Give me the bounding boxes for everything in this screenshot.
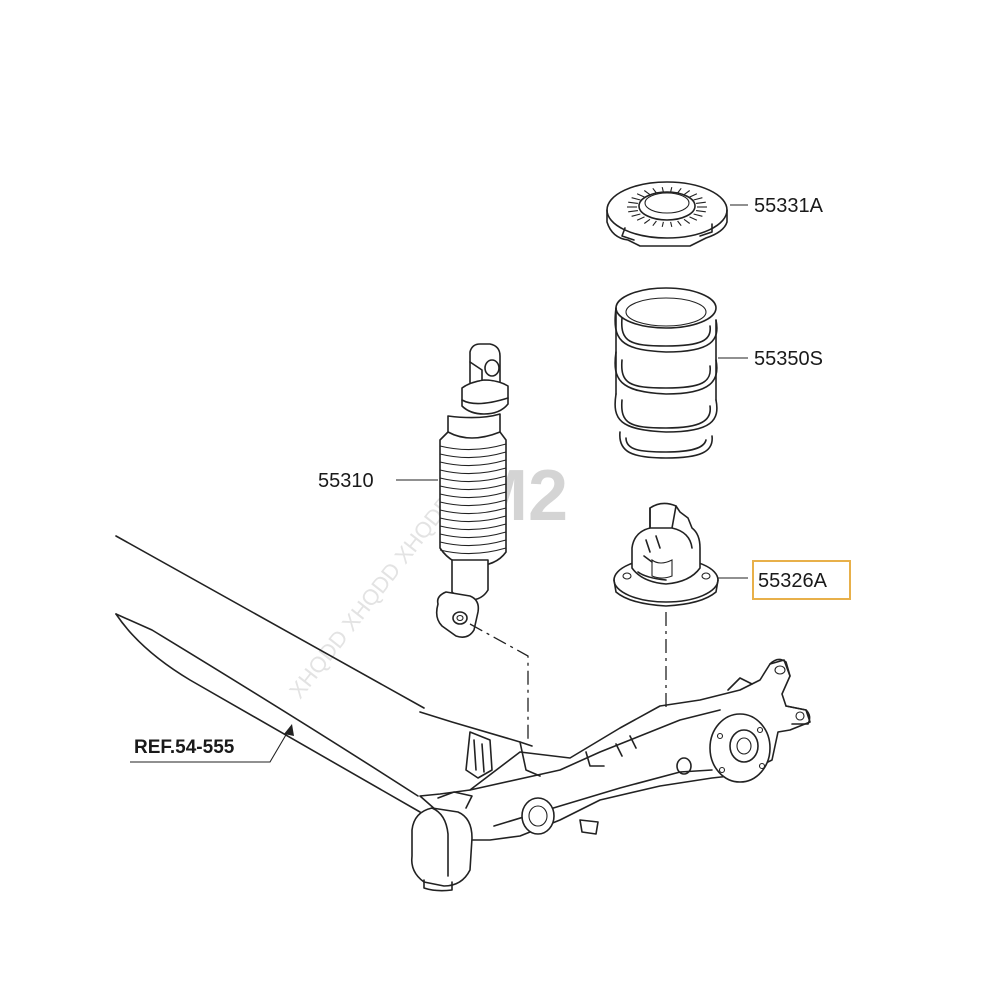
- coil-spring[interactable]: [614, 287, 718, 459]
- reference-label[interactable]: REF.54-555: [134, 737, 235, 758]
- part-label-55350S[interactable]: 55350S: [754, 348, 823, 370]
- part-label-55310[interactable]: 55310: [318, 470, 374, 492]
- leader-ref: [130, 724, 294, 763]
- rear-axle-assembly[interactable]: [115, 535, 811, 892]
- highlight-box: [752, 560, 851, 600]
- part-label-55326A[interactable]: 55326A: [758, 570, 828, 592]
- shock-assembly-line: [469, 623, 529, 740]
- shock-absorber[interactable]: [435, 343, 509, 638]
- upper-spring-pad[interactable]: [606, 181, 728, 247]
- watermark-text: XHQDD XHQDD XHQDD: [284, 490, 458, 703]
- part-label-55331A[interactable]: 55331A: [754, 195, 824, 217]
- lower-spring-pad[interactable]: [613, 502, 719, 607]
